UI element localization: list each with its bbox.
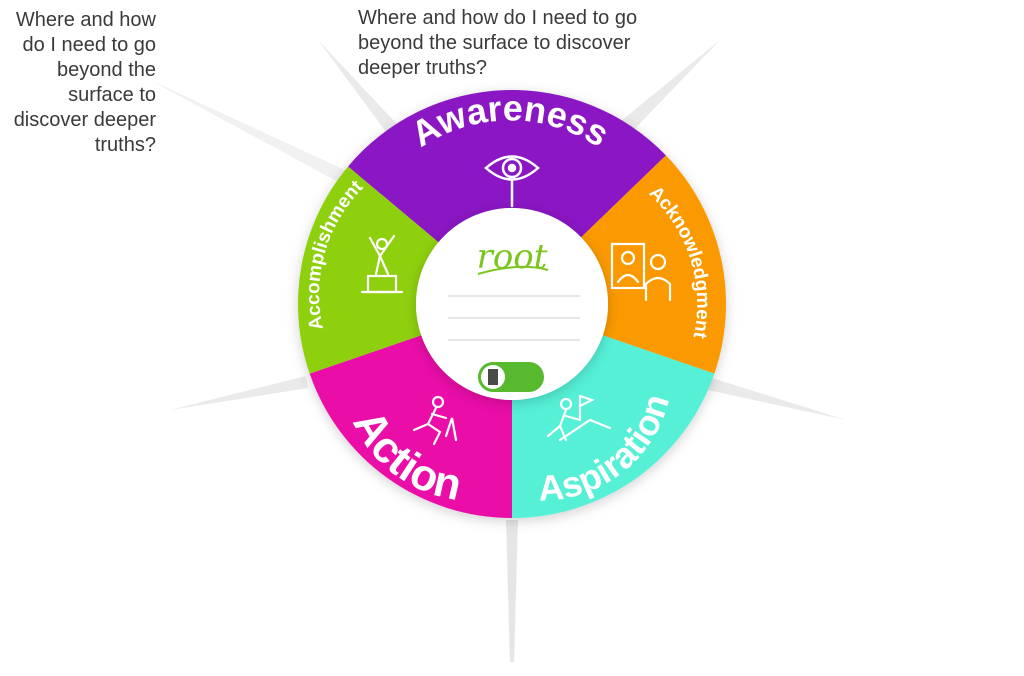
ray-right xyxy=(708,378,846,420)
center-hub: root xyxy=(416,208,608,400)
segment-acknowledgment xyxy=(581,155,727,374)
climber-flag-icon xyxy=(546,394,612,442)
wheel xyxy=(297,90,727,518)
ray-top-left xyxy=(318,40,410,148)
brand-underline xyxy=(477,265,549,275)
connector-rays xyxy=(150,40,846,662)
ray-bottom xyxy=(506,520,518,662)
segment-aspiration xyxy=(512,335,715,518)
ray-left xyxy=(170,376,308,410)
segment-action xyxy=(309,335,512,518)
question-left-top: Where and how do I need to go beyond the… xyxy=(13,9,156,156)
hub-watermark xyxy=(448,295,580,341)
segment-awareness xyxy=(348,90,666,243)
toggle-knob-mark xyxy=(488,369,498,385)
eye-magnifier-icon xyxy=(484,155,540,208)
ray-top-right xyxy=(610,40,720,140)
people-frame-icon xyxy=(610,242,672,302)
segment-accomplishment xyxy=(297,166,439,374)
runner-icon xyxy=(412,395,458,446)
question-top: Where and how do I need to go beyond the… xyxy=(358,7,638,79)
podium-celebrate-icon xyxy=(360,234,404,294)
ray-upper-left xyxy=(150,80,345,182)
